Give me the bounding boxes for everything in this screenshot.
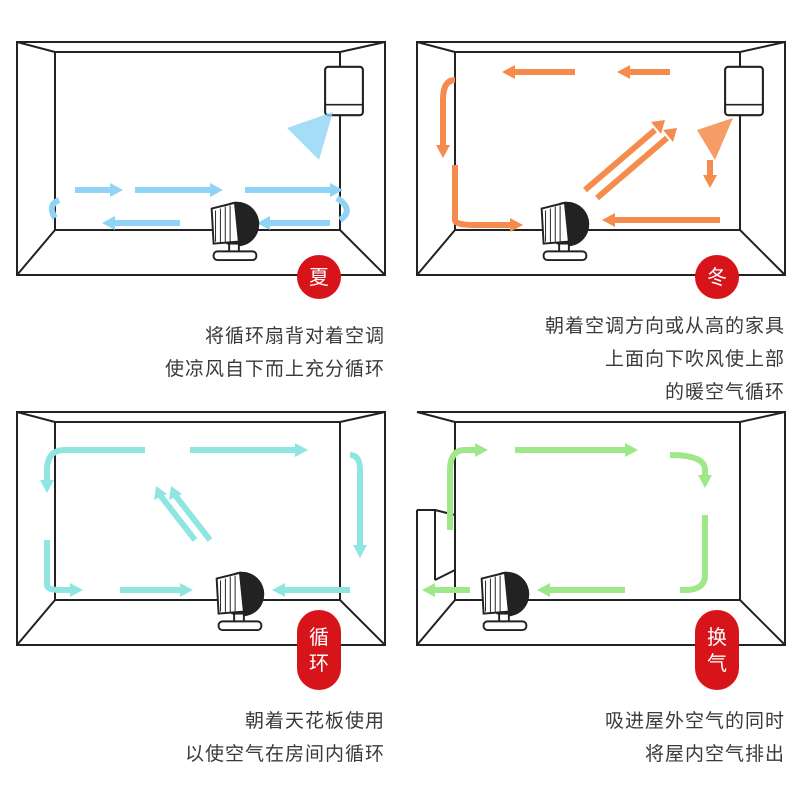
caption-line: 朝着天花板使用: [244, 710, 385, 732]
caption-winter: 朝着空调方向或从高的家具 上面向下吹风使上部 的暖空气循环: [545, 310, 785, 409]
badge-char: 换: [707, 625, 727, 649]
panel-circulate: 循 环 朝着天花板使用 以使空气在房间内循环: [15, 410, 395, 800]
panel-exchange: 换 气 吸进屋外空气的同时 将屋内空气排出: [415, 410, 795, 800]
mode-badge-exchange: 换 气: [695, 610, 739, 690]
air-conditioner-icon: [323, 65, 365, 117]
caption-circulate: 朝着天花板使用 以使空气在房间内循环: [185, 705, 385, 771]
caption-line: 朝着空调方向或从高的家具: [544, 315, 785, 337]
mode-badge-circulate: 循 环: [297, 610, 341, 690]
caption-summer: 将循环扇背对着空调 使凉风自下而上充分循环: [165, 320, 385, 386]
season-badge-summer: 夏: [297, 255, 341, 299]
caption-line: 上面向下吹风使上部: [604, 348, 785, 370]
circulator-fan-icon: [540, 200, 591, 262]
room-illustration-summer: [16, 41, 386, 276]
badge-char: 循: [309, 625, 329, 649]
circulator-fan-icon: [215, 570, 266, 632]
caption-line: 使凉风自下而上充分循环: [164, 358, 385, 380]
caption-line: 吸进屋外空气的同时: [604, 710, 785, 732]
circulator-fan-icon: [480, 570, 531, 632]
room-illustration-circulate: [16, 411, 386, 646]
caption-line: 将循环扇背对着空调: [204, 325, 385, 347]
circulator-fan-icon: [210, 200, 261, 262]
air-conditioner-icon: [723, 65, 765, 117]
room-illustration-winter: [416, 41, 786, 276]
room-illustration-exchange: [416, 411, 786, 646]
badge-char: 气: [707, 651, 727, 675]
badge-char: 环: [309, 651, 329, 675]
season-badge-winter: 冬: [695, 255, 739, 299]
caption-line: 以使空气在房间内循环: [184, 743, 385, 765]
caption-line: 的暖空气循环: [664, 381, 785, 403]
caption-exchange: 吸进屋外空气的同时 将屋内空气排出: [605, 705, 785, 771]
panel-summer: 夏 将循环扇背对着空调 使凉风自下而上充分循环: [15, 40, 395, 430]
panel-winter: 冬 朝着空调方向或从高的家具 上面向下吹风使上部 的暖空气循环: [415, 40, 795, 430]
caption-line: 将屋内空气排出: [644, 743, 785, 765]
